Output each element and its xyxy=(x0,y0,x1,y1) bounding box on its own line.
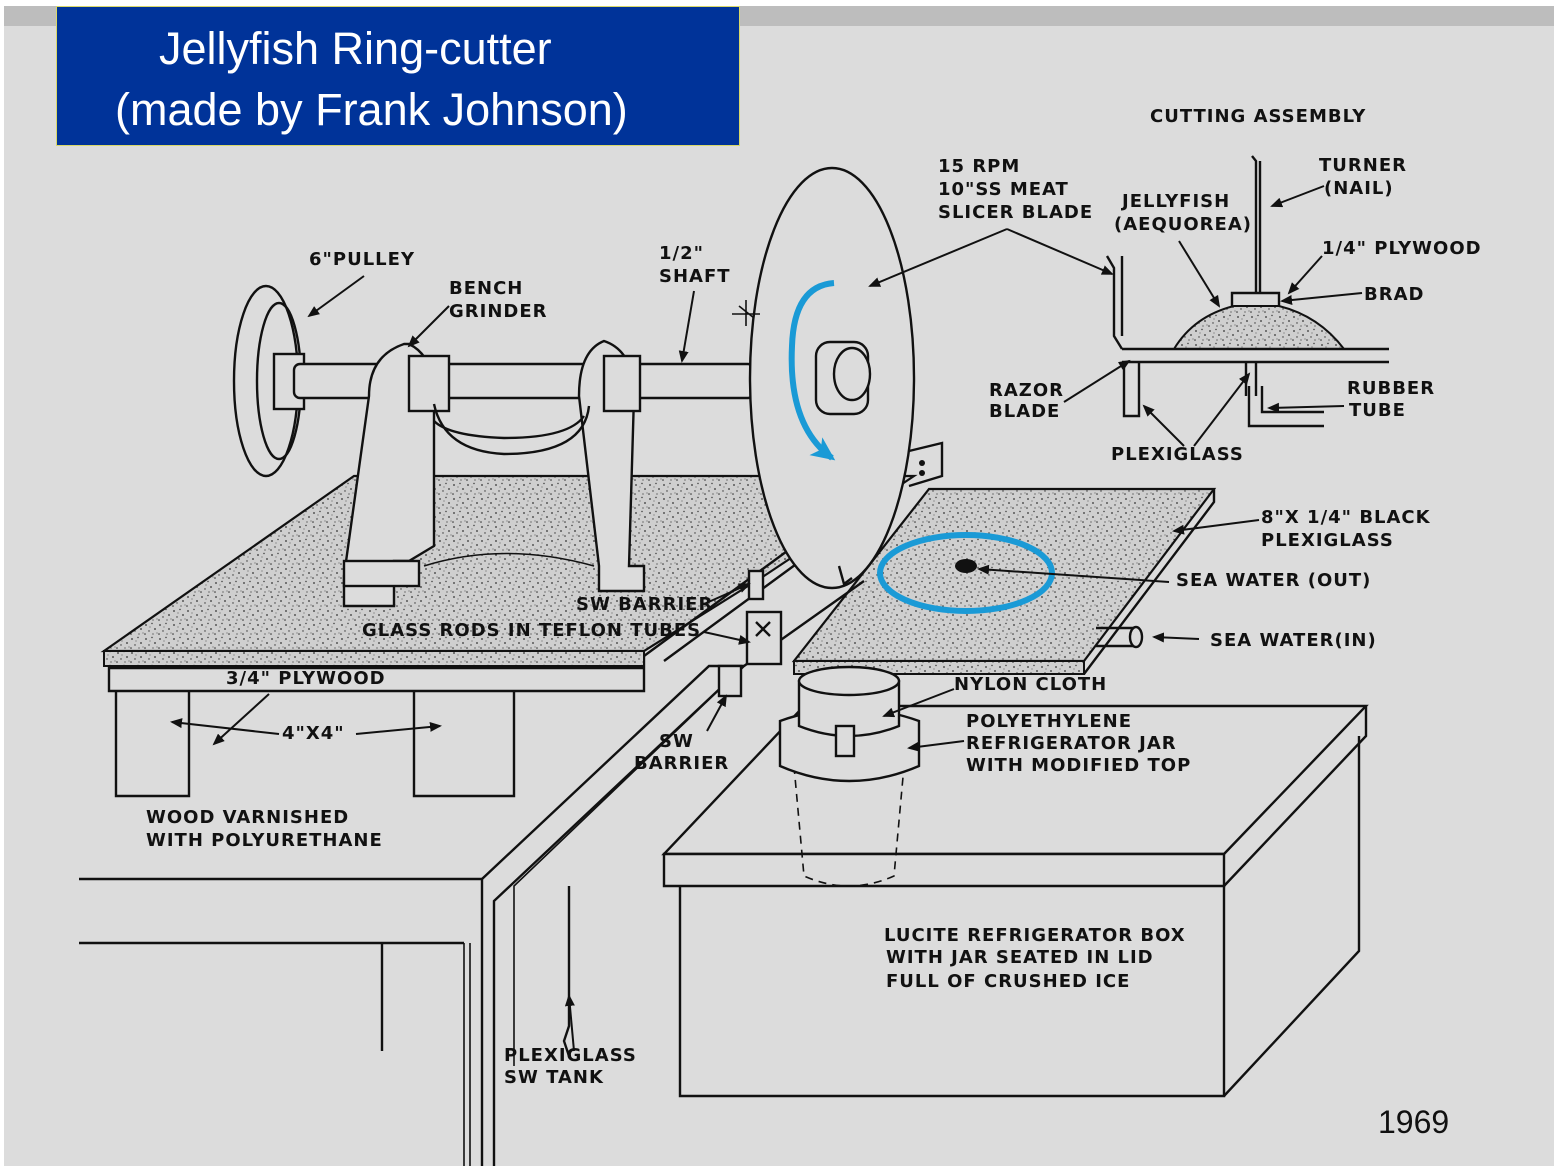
label-lucite-box: LUCITE REFRIGERATOR BOX xyxy=(884,925,1186,946)
label-brad: BRAD xyxy=(1364,284,1424,305)
cutting-assembly xyxy=(1105,155,1389,428)
label-barrier: BARRIER xyxy=(634,753,729,774)
label-black-plexiglass-size: 8"X 1/4" BLACK xyxy=(1261,507,1431,528)
label-sw-barrier-top: SW BARRIER xyxy=(576,594,713,615)
label-polyurethane: WITH POLYURETHANE xyxy=(146,830,383,851)
label-glass-rods: GLASS RODS IN TEFLON TUBES xyxy=(362,620,701,641)
label-sea-water-out: SEA WATER (OUT) xyxy=(1176,570,1371,591)
label-refrigerator-jar: REFRIGERATOR JAR xyxy=(966,733,1177,754)
workbench xyxy=(79,664,748,1166)
title-line-1: Jellyfish Ring-cutter xyxy=(159,23,552,74)
label-blade: BLADE xyxy=(989,401,1060,422)
label-shaft-size: 1/2" xyxy=(659,243,704,264)
slicer-blade xyxy=(732,166,944,590)
diagram-labels: CUTTING ASSEMBLY 15 RPM 10"SS MEAT SLICE… xyxy=(146,106,1482,1088)
label-crushed-ice: FULL OF CRUSHED ICE xyxy=(886,971,1130,992)
label-rpm: 15 RPM xyxy=(938,156,1020,177)
label-sw: SW xyxy=(659,731,694,752)
label-modified-top: WITH MODIFIED TOP xyxy=(966,755,1191,776)
label-plexiglass: PLEXIGLASS xyxy=(1111,444,1244,465)
slide: CUTTING ASSEMBLY 15 RPM 10"SS MEAT SLICE… xyxy=(4,6,1554,1166)
label-cutting-assembly: CUTTING ASSEMBLY xyxy=(1150,106,1366,127)
label-polyethylene: POLYETHYLENE xyxy=(966,711,1132,732)
label-wood-varnished: WOOD VARNISHED xyxy=(146,807,349,828)
label-nylon-cloth: NYLON CLOTH xyxy=(954,674,1107,695)
label-tube: TUBE xyxy=(1349,400,1406,421)
label-three-quarter-plywood: 3/4" PLYWOOD xyxy=(226,668,386,689)
title-line-2: (made by Frank Johnson) xyxy=(115,84,628,135)
label-black-plexiglass: PLEXIGLASS xyxy=(1261,530,1394,551)
label-pulley: 6"PULLEY xyxy=(309,249,415,270)
label-shaft: SHAFT xyxy=(659,266,731,287)
label-slicer-blade: SLICER BLADE xyxy=(938,202,1093,223)
year-label: 1969 xyxy=(1378,1104,1450,1140)
ring-cutter-diagram: CUTTING ASSEMBLY 15 RPM 10"SS MEAT SLICE… xyxy=(79,106,1482,1166)
title-banner: Jellyfish Ring-cutter (made by Frank Joh… xyxy=(56,6,740,146)
label-grinder: GRINDER xyxy=(449,301,548,322)
label-rubber: RUBBER xyxy=(1347,378,1435,399)
rotation-arrow xyxy=(788,280,836,461)
label-meat-slicer: 10"SS MEAT xyxy=(938,179,1069,200)
label-nail: (NAIL) xyxy=(1324,178,1394,199)
label-aequorea: (AEQUOREA) xyxy=(1114,214,1252,235)
label-bench: BENCH xyxy=(449,278,523,299)
label-razor: RAZOR xyxy=(989,380,1064,401)
label-sea-water-in: SEA WATER(IN) xyxy=(1210,630,1377,651)
bench-grinder xyxy=(232,284,756,608)
leader-lines xyxy=(170,185,1363,1052)
label-tank-plexiglass: PLEXIGLASS xyxy=(504,1045,637,1066)
label-sw-tank: SW TANK xyxy=(504,1067,604,1088)
label-turner: TURNER xyxy=(1319,155,1407,176)
label-four-by-four: 4"X4" xyxy=(282,723,345,744)
refrigerator-jar xyxy=(778,665,921,887)
sw-barrier-channel xyxy=(643,545,865,698)
label-jar-seated: WITH JAR SEATED IN LID xyxy=(886,947,1154,968)
label-jellyfish: JELLYFISH xyxy=(1120,191,1230,212)
label-quarter-plywood: 1/4" PLYWOOD xyxy=(1322,238,1482,259)
